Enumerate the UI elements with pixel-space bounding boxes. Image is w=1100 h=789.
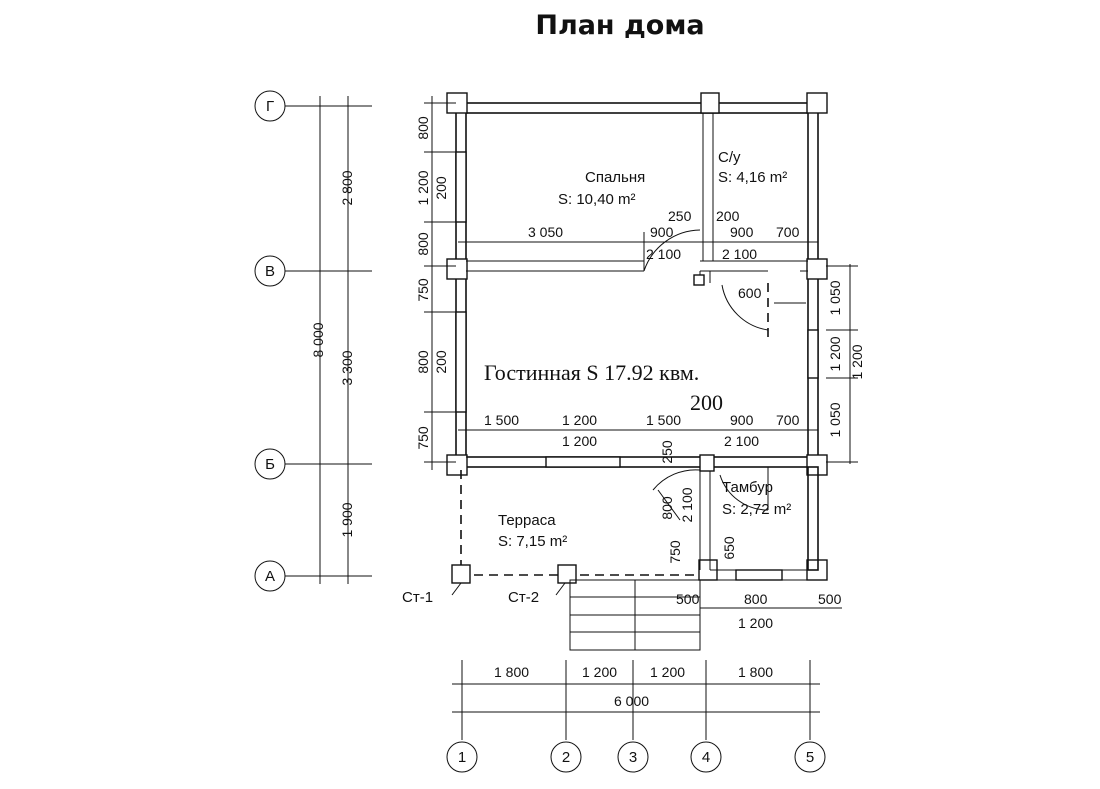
column-label-2: Ст-2 xyxy=(508,589,539,606)
dim-row2-1: 1 500 xyxy=(484,412,519,428)
dim-row2-2: 1 200 xyxy=(562,412,597,428)
axis-col-2: 2 xyxy=(562,749,570,766)
column-label-1: Ст-1 xyxy=(402,589,433,606)
page-title: План дома xyxy=(535,10,705,41)
dim-bottom-near-2: 800 xyxy=(744,591,768,607)
dim-door-250: 250 xyxy=(668,208,692,224)
dim-vest-250: 250 xyxy=(659,440,675,464)
dim-bottom-near-3: 500 xyxy=(818,591,842,607)
dim-vest-650: 650 xyxy=(721,536,737,560)
dim-bottom-near-1: 500 xyxy=(676,591,700,607)
dim-row2-sub-1: 1 200 xyxy=(562,433,597,449)
dim-left-inner-5: 800 xyxy=(415,350,431,374)
dim-row1-1: 3 050 xyxy=(528,224,563,240)
dim-left-inner-6: 750 xyxy=(415,426,431,450)
vestibule-area: S: 2,72 m² xyxy=(722,501,791,518)
stairs xyxy=(569,579,701,651)
dim-bottom-4: 1 800 xyxy=(738,664,773,680)
axis-row-g: Г xyxy=(266,98,274,115)
axis-row-v: В xyxy=(265,263,275,280)
dim-vest-h2100: 2 100 xyxy=(679,487,695,522)
living-extra: 200 xyxy=(690,390,723,415)
axis-row-a: А xyxy=(265,568,275,585)
dim-left-inner-1: 800 xyxy=(415,116,431,140)
dim-bottom-total: 6 000 xyxy=(614,693,649,709)
dim-left-inner-4: 750 xyxy=(415,278,431,302)
bottom-dim-lines xyxy=(452,660,820,740)
dim-bottom-2: 1 200 xyxy=(582,664,617,680)
dim-row1-4: 700 xyxy=(776,224,800,240)
dim-door-h2100-b: 2 100 xyxy=(722,246,757,262)
dim-row2-3: 1 500 xyxy=(646,412,681,428)
axis-col-3: 3 xyxy=(629,749,637,766)
windows xyxy=(455,151,819,581)
dim-left-window-1: 200 xyxy=(433,176,449,200)
col-axes xyxy=(446,741,826,773)
dim-bottom-3: 1 200 xyxy=(650,664,685,680)
dim-left-inner-2: 1 200 xyxy=(415,170,431,205)
dim-left-window-2: 200 xyxy=(433,350,449,374)
log-corners xyxy=(446,92,828,581)
dim-left-top: 2 800 xyxy=(339,170,355,205)
row-axes xyxy=(254,90,372,592)
dim-bottom-near-4: 1 200 xyxy=(738,615,773,631)
dim-left-mid: 3 300 xyxy=(339,350,355,385)
dim-left-bottom: 1 900 xyxy=(339,502,355,537)
dim-door-200: 200 xyxy=(716,208,740,224)
dim-row1-2: 900 xyxy=(650,224,674,240)
dim-right-3: 1 050 xyxy=(827,402,843,437)
vestibule-name: Тамбур xyxy=(722,479,773,496)
wc-name: С/у xyxy=(718,149,741,166)
terrace-area: S: 7,15 m² xyxy=(498,533,567,550)
dim-row1-3: 900 xyxy=(730,224,754,240)
terrace xyxy=(451,470,700,596)
axis-col-5: 5 xyxy=(806,749,814,766)
dim-row2-5: 700 xyxy=(776,412,800,428)
right-dim-lines xyxy=(774,264,858,464)
axis-row-b: Б xyxy=(265,456,275,473)
living-name: Гостинная S 17.92 квм. xyxy=(484,360,699,385)
dim-row2-4: 900 xyxy=(730,412,754,428)
bedroom-name: Спальня xyxy=(585,169,645,186)
dim-row2-sub-2: 2 100 xyxy=(724,433,759,449)
axis-col-4: 4 xyxy=(702,749,710,766)
dim-vest-750: 750 xyxy=(667,540,683,564)
dim-left-inner-3: 800 xyxy=(415,232,431,256)
dim-right-1: 1 050 xyxy=(827,280,843,315)
dim-door-600: 600 xyxy=(738,285,762,301)
axis-col-1: 1 xyxy=(458,749,466,766)
left-dim-lines xyxy=(319,96,456,584)
dim-vest-800: 800 xyxy=(659,496,675,520)
dim-door-h2100-a: 2 100 xyxy=(646,246,681,262)
doors xyxy=(643,229,769,521)
dim-left-total: 8 000 xyxy=(310,322,326,357)
wc-area: S: 4,16 m² xyxy=(718,169,787,186)
dim-bottom-1: 1 800 xyxy=(494,664,529,680)
dim-right-4: 1 200 xyxy=(849,344,865,379)
dim-right-2: 1 200 xyxy=(827,336,843,371)
terrace-name: Терраса xyxy=(498,512,556,529)
bedroom-area: S: 10,40 m² xyxy=(558,191,636,208)
